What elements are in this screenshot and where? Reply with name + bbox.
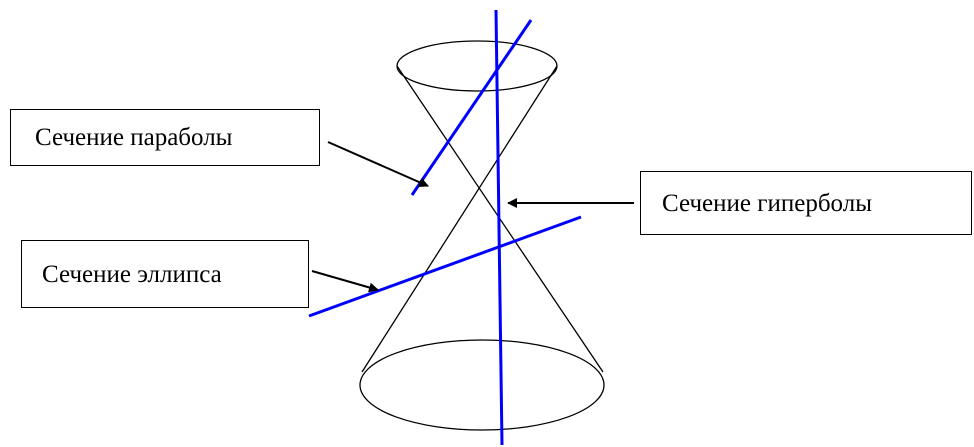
ellipse-section-line	[308, 215, 582, 318]
cone-top-ellipse	[396, 40, 558, 92]
ellipse-label: Сечение эллипса	[42, 260, 222, 288]
parabola-section-line	[410, 19, 533, 196]
section-lines	[308, 9, 582, 446]
cone-bottom-ellipse	[359, 339, 605, 431]
double-cone	[359, 40, 605, 431]
cone-right-generatrix	[361, 65, 558, 373]
hyperbola-label: Сечение гиперболы	[662, 189, 872, 217]
pointer-arrows	[311, 141, 634, 293]
parabola-arrow	[327, 141, 429, 187]
parabola-label-box: Сечение параболы	[10, 109, 320, 166]
hyperbola-section-line	[494, 9, 504, 446]
hyperbola-label-box: Сечение гиперболы	[640, 171, 972, 235]
parabola-label: Сечение параболы	[35, 124, 233, 151]
ellipse-arrow	[311, 270, 379, 293]
ellipse-label-box: Сечение эллипса	[21, 240, 309, 308]
